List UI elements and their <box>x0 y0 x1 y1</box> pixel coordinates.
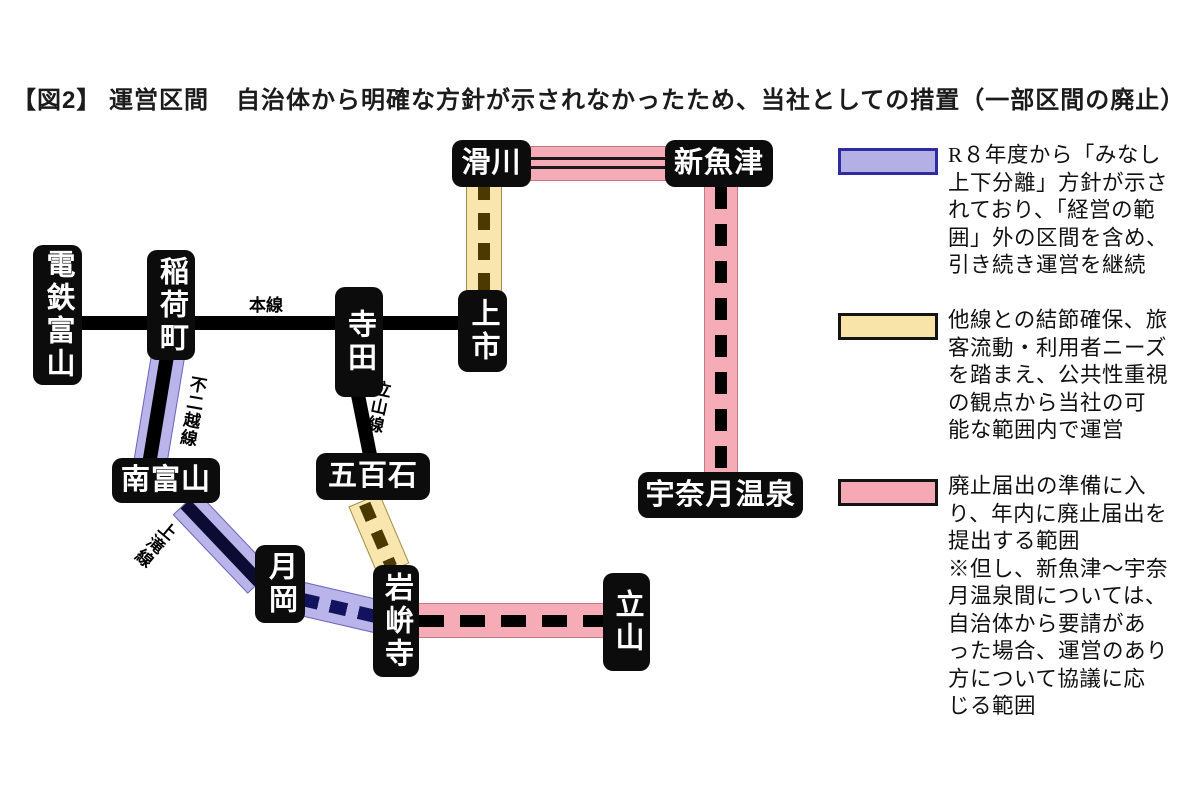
legend-swatch-pink <box>838 479 938 506</box>
station-inarimachi: 稲荷町 <box>147 250 195 360</box>
dashed-track-line <box>359 501 397 569</box>
dashed-track-line <box>300 593 378 623</box>
station-terada: 寺田 <box>335 287 383 397</box>
line-label-kamidaki: 上滝線 <box>129 516 180 571</box>
station-tsukioka: 月岡 <box>255 545 305 623</box>
station-gohyakkoku: 五百石 <box>316 453 430 500</box>
dashed-track-line <box>419 615 603 627</box>
section-iwakuraji-tateyama <box>414 603 608 638</box>
figure-description: 自治体から明確な方針が示されなかったため、当社としての措置（一部区間の廃止） <box>236 87 1186 114</box>
station-dentetsu-toyama: 電鉄富山 <box>33 245 82 385</box>
figure-title: 【図2】 運営区間 自治体から明確な方針が示されなかったため、当社としての措置（… <box>12 80 1185 115</box>
legend-text-pink: 廃止届出の準備に入 り、年内に廃止届出を 提出する範囲 ※但し、新魚津～宇奈 月… <box>948 474 1169 718</box>
solid-track-line <box>142 355 174 466</box>
station-unazuki-onsen: 宇奈月温泉 <box>638 472 803 518</box>
double-track-line <box>516 157 679 160</box>
station-iwakuraji: 岩峅寺 <box>373 565 419 677</box>
section-shinuozu-unazuki <box>704 183 738 476</box>
section-tsukioka-iwakuraji <box>294 581 384 634</box>
legend-swatch-yellow <box>838 313 938 340</box>
station-kamiichi: 上市 <box>458 290 507 372</box>
section-namerikawa-shinuozu <box>515 146 680 181</box>
station-shin-uozu: 新魚津 <box>665 140 773 187</box>
station-namerikawa: 滑川 <box>452 140 531 187</box>
double-track-line <box>516 166 679 169</box>
section-inarimachi-minamitoyama <box>133 353 185 469</box>
legend-swatch-blue <box>838 148 938 175</box>
section-kamiichi-namerikawa <box>466 180 502 295</box>
figure-label: 【図2】 運営区間 <box>12 87 210 114</box>
station-tateyama: 立山 <box>603 573 650 671</box>
legend-text-yellow: 他線との結節確保、旅 客流動・利用者ニーズ を踏まえ、公共性重視 の観点から当社… <box>948 308 1169 442</box>
line-label-honsen: 本線 <box>249 296 283 315</box>
solid-track-line <box>180 499 264 587</box>
section-main-line-black <box>55 316 485 330</box>
legend-text-blue: R８年度から「みなし 上下分離」方針が示さ れており、「経営の範 囲」外の区間を… <box>948 143 1169 277</box>
station-minami-toyama: 南富山 <box>112 458 220 503</box>
dashed-track-line <box>478 183 490 292</box>
dashed-track-line <box>715 187 727 472</box>
